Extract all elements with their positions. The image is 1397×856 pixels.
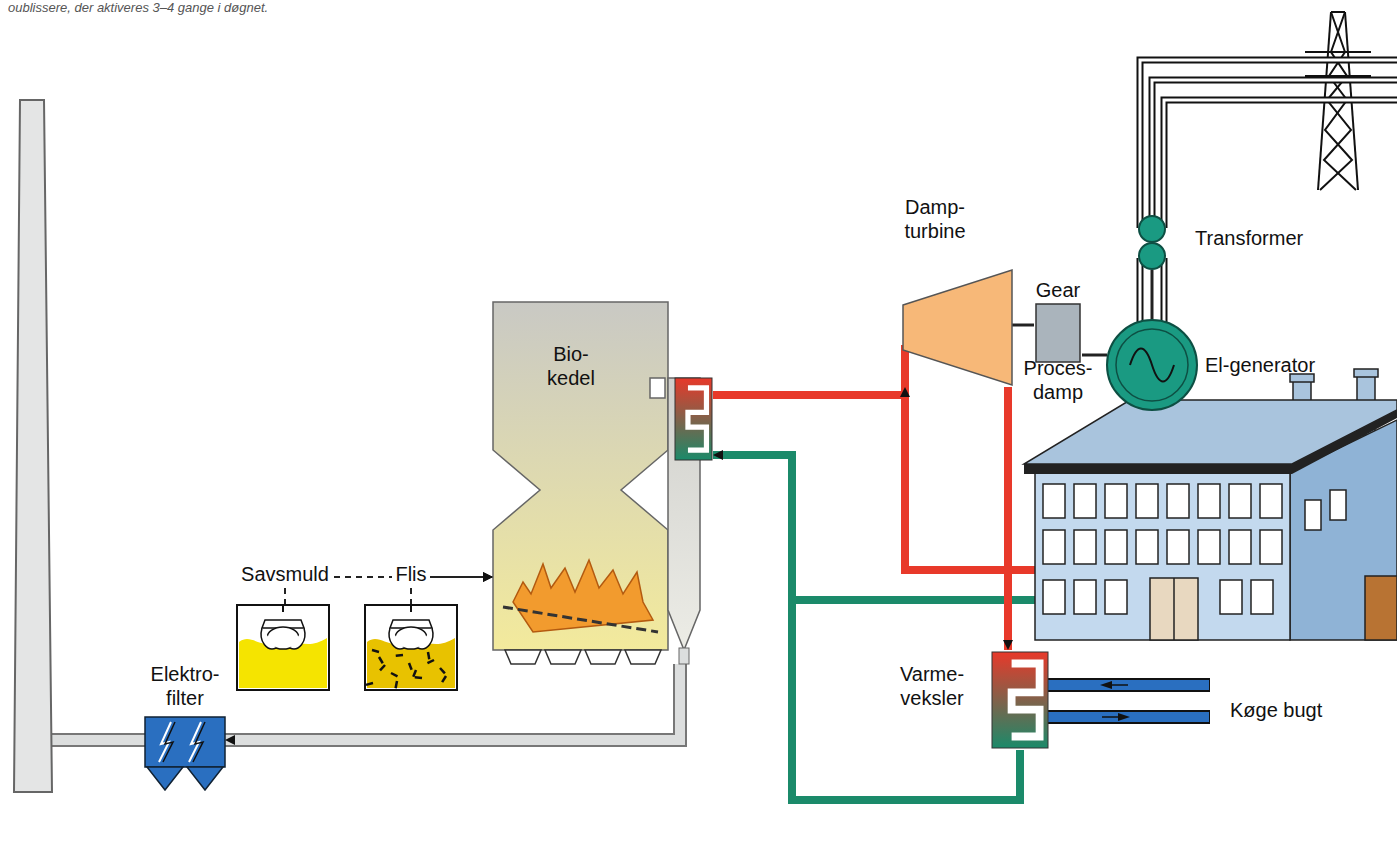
power-lines [1140,60,1397,330]
connector [1082,355,1107,356]
node-label: Varme- veksler [880,662,984,710]
electrostatic-filter: Elektro- filter [145,662,225,792]
chimney-pipe [46,740,148,741]
process-steam-label: Proces- damp [1018,356,1098,404]
connector [1012,325,1034,326]
sawdust-bin: Savsmuld [232,562,338,692]
connector-line [1082,354,1107,357]
heat-exchanger: Varme- veksler [880,650,1052,750]
bio-boiler: Bio- kedel [493,302,713,664]
connector-line [1012,324,1034,327]
connector [1008,387,1009,650]
connector-line [713,387,905,395]
bio-boiler-shape [493,302,713,664]
caption-fragment: oublissere, der aktiveres 3–4 gange i dø… [8,0,608,15]
gear-box: Gear [1034,278,1082,364]
steam-turbine: Damp- turbine [895,195,1012,387]
node-label: Gear [1028,278,1088,302]
connector [713,455,1020,800]
process-steam-pipe [905,345,1040,570]
factory-return-pipe [792,600,1040,601]
connector-line [713,455,1020,800]
node-label: Bio- kedel [533,342,609,390]
chimney [14,100,52,792]
el-generator: El-generator [1105,318,1360,412]
chips-bin: Flis [360,562,462,692]
node-label: Flis [392,562,429,586]
connector [1152,270,1153,320]
node-label: Savsmuld [238,562,332,586]
node-label: Transformer [1195,226,1307,250]
connector-line [1151,270,1154,320]
transformer: Transformer [1138,214,1308,272]
connector-line [1004,387,1012,650]
node-label: Elektro- filter [145,662,225,710]
factory [1024,369,1397,640]
node-label: Damp- turbine [895,195,975,243]
node-label: El-generator [1205,353,1355,377]
sea-water-pipes [1045,681,1210,721]
connector [713,387,905,395]
sea-label: Køge bugt [1230,698,1390,722]
